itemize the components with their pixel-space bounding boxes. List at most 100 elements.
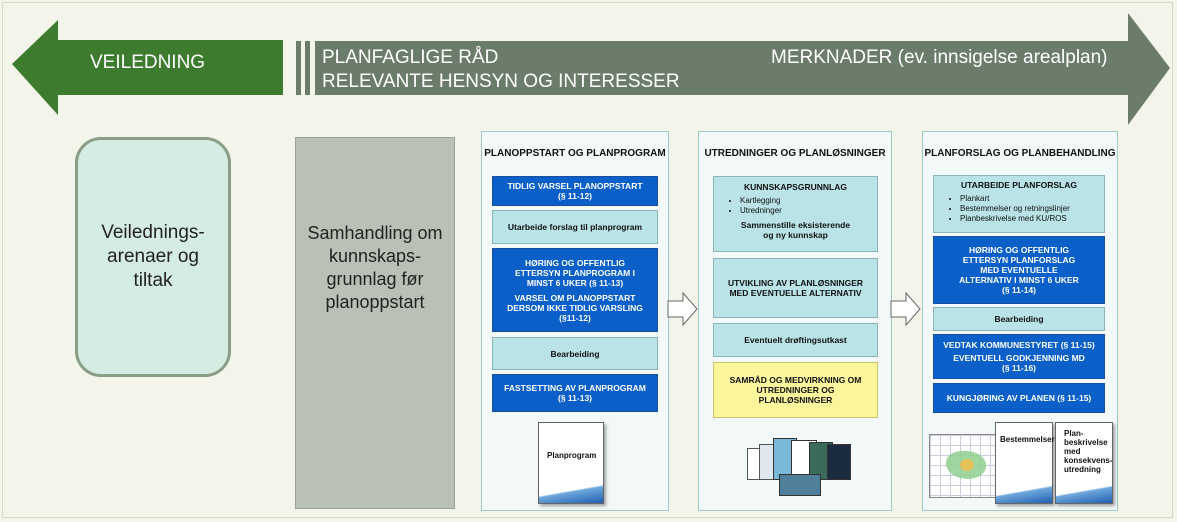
kungjoring-box: KUNGJØRING AV PLANEN (§ 11-15) (933, 383, 1105, 413)
utarbeide-planprogram-box: Utarbeide forslag til planprogram (492, 210, 658, 244)
samhandling-text: Samhandling om kunnskaps- grunnlag før p… (296, 222, 454, 314)
col2-title: UTREDNINGER OG PLANLØSNINGER (704, 148, 886, 159)
bullet-item: Bestemmelser og retningslinjer (960, 204, 1100, 214)
veiledningsarenaer-line: arenaer og (107, 246, 199, 267)
fastsetting-box: FASTSETTING AV PLANPROGRAM (§ 11-13) (492, 374, 658, 412)
text-line: MED EVENTUELLE ALTERNATIV (729, 288, 862, 298)
text-line: TIDLIG VARSEL PLANOPPSTART (507, 181, 643, 191)
planprogram-document: Planprogram (538, 422, 604, 504)
arrows-layer (12, 13, 1170, 125)
text-line: med (1064, 447, 1081, 456)
text-line: konsekvens- (1064, 456, 1113, 465)
bullet-item: Kartlegging (740, 196, 873, 206)
doc-swoosh (539, 481, 603, 503)
arrow-bar-1 (296, 41, 301, 95)
bullet-item: Utredninger (740, 206, 873, 216)
text-line: KUNNSKAPSGRUNNLAG (744, 182, 847, 192)
vedtak-box: VEDTAK KOMMUNESTYRET (§ 11-15) EVENTUELL… (933, 334, 1105, 379)
doc-swoosh (996, 481, 1052, 503)
text-line: (§11-12) (559, 312, 591, 323)
flow-arrow-icon (890, 291, 921, 327)
plankart-map-thumbnail (929, 434, 1007, 498)
text-line: MINST 6 UKER (§ 11-13) (526, 277, 624, 288)
kunnskapsgrunnlag-box: KUNNSKAPSGRUNNLAG Kartlegging Utredninge… (713, 176, 878, 252)
bestemmelser-document: Bestemmelser (995, 422, 1055, 504)
text-line: (§ 11-12) (557, 191, 593, 201)
utarbeide-planforslag-box: UTARBEIDE PLANFORSLAG Plankart Bestemmel… (933, 175, 1105, 233)
planbeskrivelse-label: Plan- beskrivelse med konsekvens- utredn… (1064, 429, 1112, 474)
report-thumb (779, 474, 821, 496)
col1-title: PLANOPPSTART OG PLANPROGRAM (484, 148, 666, 159)
veiledningsarenaer-box: Veilednings- arenaer og tiltak (75, 137, 231, 377)
text-line: ALTERNATIV I MINST 6 UKER (959, 275, 1079, 285)
text-line: FASTSETTING AV PLANPROGRAM (504, 383, 646, 393)
bearbeiding-box-2: Bearbeiding (933, 307, 1105, 331)
veiledning-arrow (12, 20, 283, 115)
text-line: Eventuelt drøftingsutkast (744, 335, 847, 345)
text-line: MED EVENTUELLE (980, 265, 1058, 275)
bullet-item: Plankart (960, 194, 1100, 204)
samhandling-line: planoppstart (325, 292, 425, 312)
report-thumbnails (743, 434, 853, 496)
text-line: VARSEL OM PLANOPPSTART (514, 292, 636, 303)
arrow-bar-2 (305, 41, 310, 95)
veiledningsarenaer-line: Veilednings- (101, 222, 205, 243)
utvikling-planlosninger-box: UTVIKLING AV PLANLØSNINGER MED EVENTUELL… (713, 258, 878, 318)
text-line: og ny kunnskap (763, 230, 828, 240)
report-thumb (827, 444, 851, 480)
veiledningsarenaer-line: tiltak (133, 270, 173, 291)
veiledning-label: VEILEDNING (90, 52, 206, 73)
bullet-item: Planbeskrivelse med KU/ROS (960, 214, 1100, 224)
col-planforslag: PLANFORSLAG OG PLANBEHANDLING UTARBEIDE … (922, 131, 1118, 511)
raad-label-line2: RELEVANTE HENSYN OG INTERESSER (322, 71, 680, 92)
text-line: Utarbeide forslag til planprogram (507, 222, 643, 232)
text-line: HØRING OG OFFENTLIG (968, 245, 1070, 255)
text-line: EVENTUELL GODKJENNING MD (953, 353, 1085, 363)
text-line: HØRING OG OFFENTLIG (524, 257, 626, 268)
flow-arrow-icon (667, 291, 698, 327)
droftingsutkast-box: Eventuelt drøftingsutkast (713, 323, 878, 357)
col3-title: PLANFORSLAG OG PLANBEHANDLING (924, 148, 1116, 159)
doc-swoosh (1056, 481, 1112, 503)
text-line: (§ 11-14) (1001, 285, 1037, 295)
planprogram-label: Planprogram (547, 451, 597, 460)
text-line: UTREDNINGER OG (756, 385, 835, 395)
samhandling-box: Samhandling om kunnskaps- grunnlag før p… (295, 137, 455, 509)
text-line: beskrivelse (1064, 438, 1108, 447)
text-line: (§ 11-13) (557, 393, 593, 403)
kunnskap-bullets: Kartlegging Utredninger (740, 196, 873, 216)
samhandling-line: kunnskaps- (328, 246, 422, 266)
planbeskrivelse-document: Plan- beskrivelse med konsekvens- utredn… (1055, 422, 1113, 504)
text-line: VEDTAK KOMMUNESTYRET (§ 11-15) (943, 340, 1095, 350)
text-line: KUNGJØRING AV PLANEN (§ 11-15) (946, 393, 1092, 403)
text-line: (§ 11-16) (1001, 363, 1037, 373)
merknader-label: MERKNADER (ev. innsigelse arealplan) (771, 47, 1108, 68)
text-line: PLANLØSNINGER (758, 395, 833, 405)
text-line: utredning (1064, 465, 1101, 474)
bestemmelser-label: Bestemmelser (1000, 435, 1055, 444)
horing-planforslag-box: HØRING OG OFFENTLIG ETTERSYN PLANFORSLAG… (933, 236, 1105, 304)
text-line: Sammenstille eksisterende (740, 220, 851, 230)
planforslag-bullets: Plankart Bestemmelser og retningslinjer … (960, 194, 1100, 224)
col-utredninger: UTREDNINGER OG PLANLØSNINGER KUNNSKAPSGR… (698, 131, 892, 511)
bearbeiding-box-1: Bearbeiding (492, 337, 658, 370)
text-line: SAMRÅD OG MEDVIRKNING OM (729, 375, 862, 385)
text-line: DERSOM IKKE TIDLIG VARSLING (507, 302, 643, 313)
text-line: UTARBEIDE PLANFORSLAG (960, 180, 1077, 190)
text-line: ETTERSYN PLANFORSLAG (962, 255, 1076, 265)
text-line: ETTERSYN PLANPROGRAM I (515, 267, 635, 278)
horing-planprogram-box: HØRING OG OFFENTLIG ETTERSYN PLANPROGRAM… (492, 248, 658, 332)
text-line: UTVIKLING AV PLANLØSNINGER (727, 278, 864, 288)
text-line: Bearbeiding (994, 314, 1044, 324)
map-area (960, 459, 974, 471)
samrad-box: SAMRÅD OG MEDVIRKNING OM UTREDNINGER OG … (713, 362, 878, 418)
tidlig-varsel-box: TIDLIG VARSEL PLANOPPSTART (§ 11-12) (492, 176, 658, 206)
col-planoppstart: PLANOPPSTART OG PLANPROGRAM TIDLIG VARSE… (481, 131, 669, 511)
raad-label-line1: PLANFAGLIGE RÅD (322, 47, 499, 68)
text-line: Bearbeiding (550, 348, 600, 359)
raad-arrow (315, 13, 1170, 125)
text-line: Plan- (1064, 429, 1084, 438)
samhandling-line: Samhandling om (307, 223, 443, 243)
samhandling-line: grunnlag før (326, 269, 424, 289)
